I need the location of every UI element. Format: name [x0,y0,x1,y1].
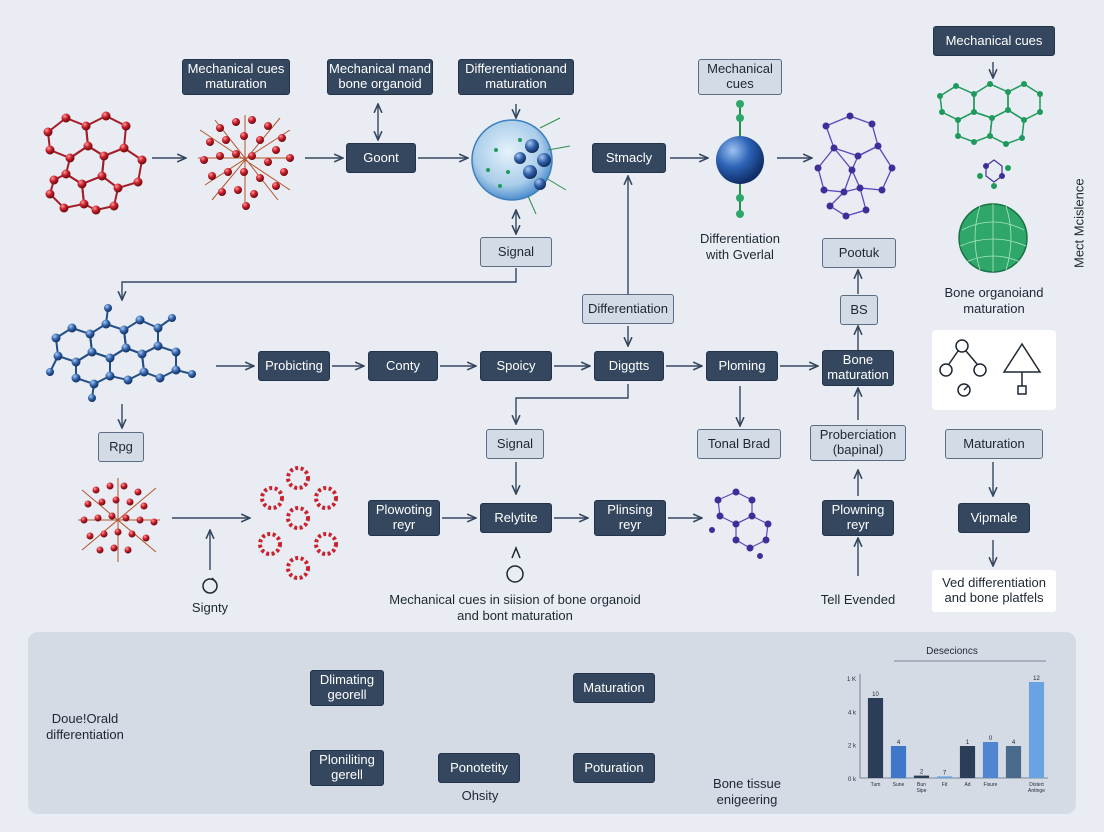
chart-data-label: 7 [943,770,947,776]
box-mechanical-cues-right[interactable]: Mechanical cues [933,26,1055,56]
box-bs[interactable]: BS [840,295,878,325]
box-maturation-right[interactable]: Maturation [945,429,1043,459]
box-pootuk[interactable]: Pootuk [822,238,896,268]
box-diggtts[interactable]: Diggtts [594,351,664,381]
label-doue-orald-differentiation: Doue!Orald differentiation [46,711,124,742]
small-symbols [202,545,524,594]
side-label: Mect Mcislence [1071,178,1087,268]
chart-category-label: Tum [871,782,881,788]
chart-ytick-label: 4 k [848,710,857,716]
box-poturation[interactable]: Poturation [573,753,655,783]
box-signal-2[interactable]: Signal [486,429,544,459]
box-plowning-reyr[interactable]: Plowning reyr [822,500,894,536]
chart-ytick-label: 0 k [848,777,857,783]
chart-data-label: 1 [966,740,970,746]
chart-ytick-label: 2 k [848,744,857,750]
purple-molecule-network-1 [814,112,896,220]
chart-category-label: Fisure [984,782,998,788]
red-molecule-cluster-3 [78,478,160,562]
chart-category-label: Sipe [916,788,926,794]
chart-bar [936,776,953,778]
cell-sphere [471,117,571,215]
chart-category-label: Distert [1029,782,1044,788]
box-mechanical-cues-top[interactable]: Mechanical cues [698,59,782,95]
label-differentiation-with-gverlal: Differentiation with Gverlal [700,231,780,262]
label-mechanical-cues-caption: Mechanical cues in siision of bone organ… [389,592,641,623]
green-molecule-network [937,81,1043,147]
chart-bar [1005,746,1022,778]
label-ohsity: Ohsity [461,788,499,803]
bottom-panel [28,632,1076,814]
blue-molecule-network [46,304,196,402]
box-plinsing-reyr[interactable]: Plinsing reyr [594,500,666,536]
red-molecule-network-1 [43,111,147,215]
chart-bar [890,746,907,778]
network-icons-card [932,330,1056,410]
box-maturation-bottom[interactable]: Maturation [573,673,655,703]
box-dlimating-georell[interactable]: Dlimating georell [310,670,384,706]
box-mechanical-mand-bone-organoid[interactable]: Mechanical mand bone organoid [327,59,433,95]
box-rpg[interactable]: Rpg [98,432,144,462]
label-bone-organoiand-maturation: Bone organoiand maturation [944,285,1044,316]
chart-title: Desecioncs [926,646,978,657]
box-goont[interactable]: Goont [346,143,416,173]
chart-bar [1028,682,1045,778]
label-bone-tissue-engineering: Bone tissue enigeering [713,776,781,807]
blue-sphere-top [716,100,764,218]
chart-data-label: 4 [1012,740,1016,746]
red-molecule-cluster-2 [198,115,294,210]
box-spoicy[interactable]: Spoicy [480,351,552,381]
chart-data-label: 4 [897,740,901,746]
box-ploniliting-gerell[interactable]: Ploniliting gerell [310,750,384,786]
chart-data-label: 10 [872,692,879,698]
box-differentiation-and-maturation[interactable]: Differentiationand maturation [458,59,574,95]
box-plowoting-reyr[interactable]: Plowoting reyr [368,500,440,536]
chart-data-label: 12 [1033,676,1040,682]
chart-bar [982,742,999,778]
box-mechanical-cues-maturation[interactable]: Mechanical cues maturation [182,59,290,95]
box-differentiation[interactable]: Differentiation [582,294,674,324]
box-stmacly[interactable]: Stmacly [592,143,666,173]
purple-molecule-network-2 [709,488,772,559]
chart-category-label: Ad [964,782,970,788]
box-tonal-brad[interactable]: Tonal Brad [697,429,781,459]
box-probicting[interactable]: Probicting [258,351,330,381]
chart-bar [867,698,884,778]
box-ved-differentiation[interactable]: Ved differentiation and bone platfels [932,570,1056,612]
box-conty[interactable]: Conty [368,351,438,381]
chart-ytick-label: 1 K [847,677,856,683]
green-sphere [958,203,1028,273]
box-relytite[interactable]: Relytite [480,503,552,533]
box-bone-maturation[interactable]: Bone maturation [822,350,894,386]
chart-category-label: Fit [942,782,948,788]
chart-category-label: Antinge [1028,788,1045,794]
chart-data-label: 2 [920,770,924,776]
box-ploming[interactable]: Ploming [706,351,778,381]
label-tell-evended: Tell Evended [820,592,896,607]
small-molecule-link [977,159,1011,189]
box-ponotetity[interactable]: Ponotetity [438,753,520,783]
chart-bar [913,775,930,778]
chart-category-label: Bun [917,782,926,788]
chart-data-label: 0 [989,736,993,742]
chart-bar [959,746,976,778]
chart-category-label: Sune [893,782,905,788]
box-proberciation[interactable]: Proberciation (bapinal) [810,425,906,461]
box-signal-1[interactable]: Signal [480,237,552,267]
box-vipmale[interactable]: Vipmale [958,503,1030,533]
label-signty: Signty [191,600,229,615]
red-ring-molecules [258,466,338,580]
